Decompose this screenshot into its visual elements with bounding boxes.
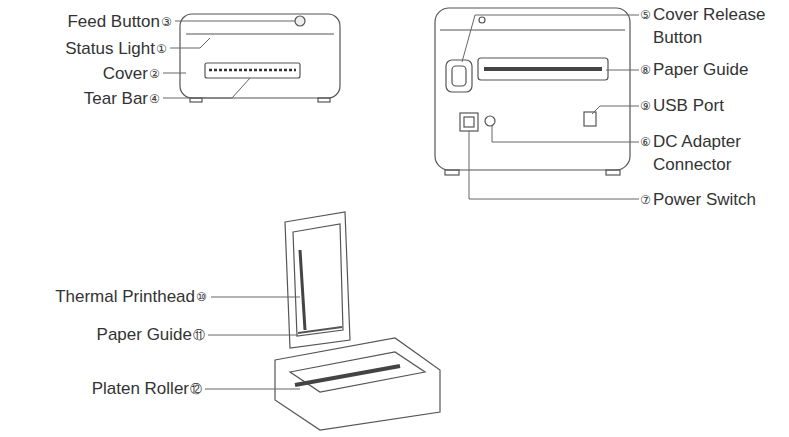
part-name: Platen Roller — [92, 377, 189, 400]
cover-seam — [440, 29, 625, 30]
lid-paper-guide — [298, 327, 342, 333]
usb-port — [584, 112, 596, 126]
part-name: Status Light — [65, 37, 155, 60]
callout-number: ⑪ — [193, 327, 205, 343]
part-name: Tear Bar — [84, 87, 148, 110]
dc-connector — [485, 116, 495, 126]
feed-button — [295, 16, 305, 26]
leader-line — [211, 297, 300, 298]
foot — [190, 98, 202, 102]
printer-base — [275, 338, 440, 430]
callout-number: ⑦ — [640, 192, 651, 208]
callout-number: ⑩ — [196, 289, 207, 305]
paper-slot — [205, 63, 300, 78]
leader-line — [170, 38, 210, 48]
callout-number: ⑫ — [190, 381, 202, 397]
cover-release-inner — [452, 66, 466, 86]
tear-bar — [209, 69, 296, 72]
thermal-printhead — [300, 250, 305, 330]
leader-line — [492, 126, 639, 142]
part-name: Power Switch — [653, 188, 756, 211]
foot — [445, 170, 459, 175]
part-name: Feed Button — [67, 10, 160, 33]
callout-number: ① — [156, 41, 167, 57]
part-name: DC Adapter Connector — [653, 130, 778, 176]
platen-roller — [295, 366, 400, 385]
leader-line — [175, 21, 295, 22]
cover-seam — [186, 33, 334, 34]
leader-line — [208, 335, 298, 336]
power-switch — [460, 113, 478, 131]
callout-number: ⑤ — [640, 7, 651, 23]
printer-body — [435, 8, 630, 170]
callout-number: ② — [149, 66, 160, 82]
foot — [606, 170, 620, 175]
part-name: USB Port — [653, 94, 724, 117]
callout-number: ⑧ — [640, 62, 651, 78]
paper-bay — [290, 352, 425, 392]
leader-line — [592, 106, 639, 114]
leader-line — [469, 131, 639, 199]
printer-lid — [285, 212, 350, 348]
leader-line — [462, 15, 639, 62]
cover-release-button — [446, 60, 472, 92]
leader-line — [163, 78, 250, 98]
part-name: Cover — [103, 62, 148, 85]
power-switch-inner — [464, 117, 474, 127]
part-name: Paper Guide — [97, 323, 192, 346]
callout-number: ③ — [161, 14, 172, 30]
paper-guide — [478, 58, 608, 80]
foot — [318, 98, 330, 102]
paper-guide-slot — [484, 67, 602, 71]
leader-lines — [163, 15, 639, 389]
printer-body — [180, 14, 340, 98]
callout-number: ⑨ — [640, 98, 651, 114]
part-name: Thermal Printhead — [55, 285, 195, 308]
leader-line — [606, 70, 639, 71]
lid-inner — [293, 224, 343, 336]
part-name: Paper Guide — [653, 58, 748, 81]
leader-line — [163, 73, 186, 74]
leader-line — [205, 389, 300, 390]
part-name: Cover Release Button — [653, 3, 778, 49]
status-light — [479, 17, 485, 23]
callout-number: ④ — [149, 91, 160, 107]
callout-number: ⑥ — [640, 134, 651, 150]
